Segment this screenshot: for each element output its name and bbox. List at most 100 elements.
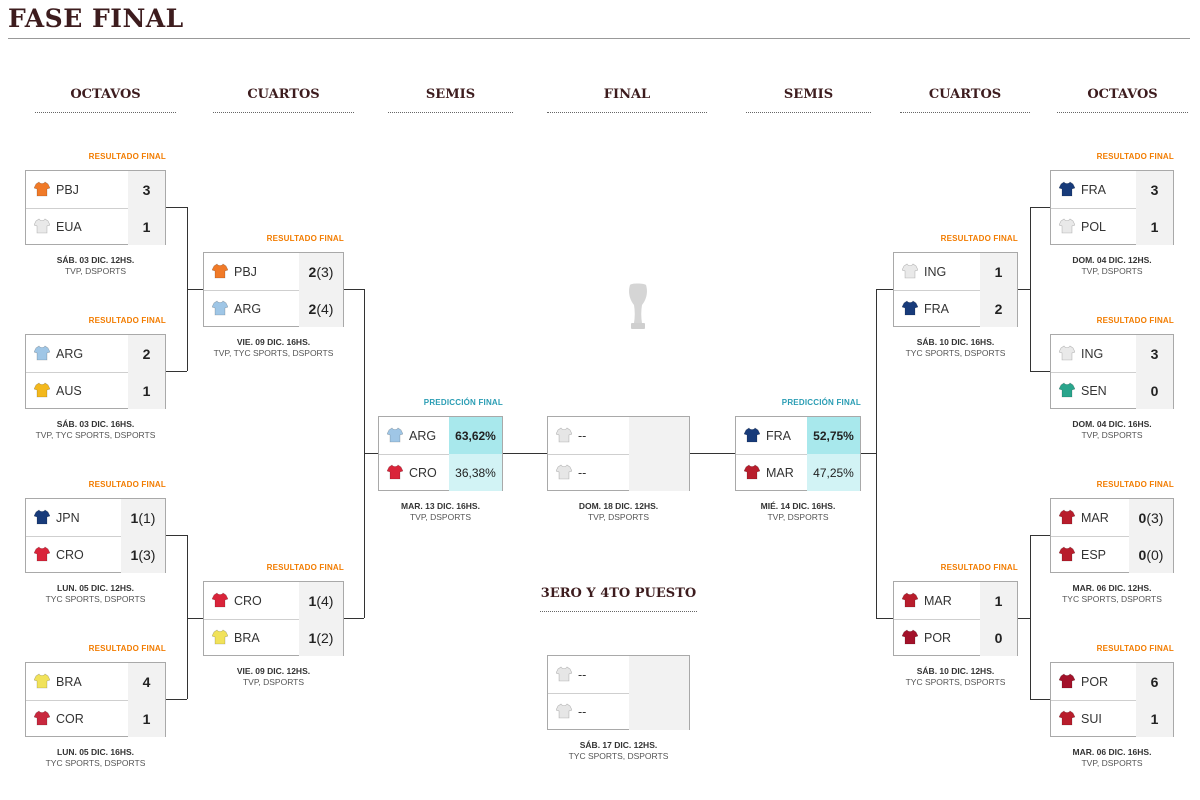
team-name: PBJ — [234, 264, 257, 279]
score-value: 0 — [1138, 509, 1147, 526]
score-value: 3 — [1150, 181, 1159, 198]
win-probability: 47,25% — [807, 454, 860, 491]
team-name: COR — [56, 711, 84, 726]
penalty-score: (1) — [138, 509, 156, 526]
team-score: 1(4) — [299, 582, 343, 619]
score-placeholder — [629, 656, 689, 693]
team-row[interactable]: -- — [548, 417, 689, 455]
win-probability: 52,75% — [807, 417, 860, 454]
score-value: 1 — [130, 509, 139, 526]
team-row[interactable]: -- — [548, 693, 689, 730]
match-channels: TVP, DSPORTS — [1081, 430, 1143, 440]
match-date: SÁB. 17 DIC. 12HS. — [579, 740, 658, 750]
jersey-icon — [744, 464, 760, 480]
match-channels: TYC SPORTS, DSPORTS — [905, 677, 1006, 687]
connector-line — [166, 699, 187, 700]
score-placeholder — [629, 693, 689, 730]
jersey-icon — [556, 703, 572, 719]
team-row[interactable]: -- — [548, 656, 689, 694]
jersey-icon — [1059, 218, 1075, 234]
team-score: 1(1) — [121, 499, 165, 536]
jersey-icon — [387, 427, 403, 443]
match-card[interactable]: -- -- — [547, 416, 690, 491]
team-row[interactable]: SUI 1 — [1051, 700, 1173, 737]
score-value: 0 — [1150, 382, 1159, 399]
jersey-icon — [34, 181, 50, 197]
match-date: MAR. 06 DIC. 12HS. — [1072, 583, 1152, 593]
score-value: 2 — [308, 300, 317, 317]
team-row[interactable]: -- — [548, 454, 689, 491]
match-card[interactable]: ---- — [547, 655, 690, 730]
team-name: -- — [578, 428, 587, 443]
jersey-icon — [212, 263, 228, 279]
jersey-icon — [1059, 345, 1075, 361]
match-channels: TVP, DSPORTS — [587, 512, 650, 522]
score-value: 1 — [130, 546, 139, 563]
team-name: SEN — [1081, 383, 1107, 398]
match-date: SÁB. 03 DIC. 16HS. — [56, 419, 135, 429]
jersey-icon — [34, 509, 50, 525]
team-score: 1 — [1136, 208, 1173, 245]
jersey-icon — [387, 464, 403, 480]
score-value: 2 — [308, 263, 317, 280]
jersey-icon — [34, 218, 50, 234]
match-status-label: PREDICCIÓN FINAL — [781, 398, 861, 407]
connector-line — [187, 289, 203, 290]
team-name: SUI — [1081, 711, 1102, 726]
team-name: CRO — [56, 547, 84, 562]
team-name: ARG — [56, 346, 84, 361]
team-score: 2 — [980, 290, 1017, 327]
match-date: LUN. 05 DIC. 12HS. — [57, 583, 134, 593]
team-name: -- — [578, 465, 587, 480]
connector-line — [1030, 535, 1031, 699]
match-date: VIE. 09 DIC. 16HS. — [236, 337, 311, 347]
team-name: ING — [924, 264, 947, 279]
match-channels: TVP, TYC SPORTS, DSPORTS — [35, 430, 156, 440]
team-score: 6 — [1136, 663, 1173, 700]
team-row[interactable]: SEN 0 — [1051, 372, 1173, 409]
connector-line — [166, 207, 187, 208]
team-score: 1 — [1136, 700, 1173, 737]
match-status-label: RESULTADO FINAL — [266, 234, 344, 243]
